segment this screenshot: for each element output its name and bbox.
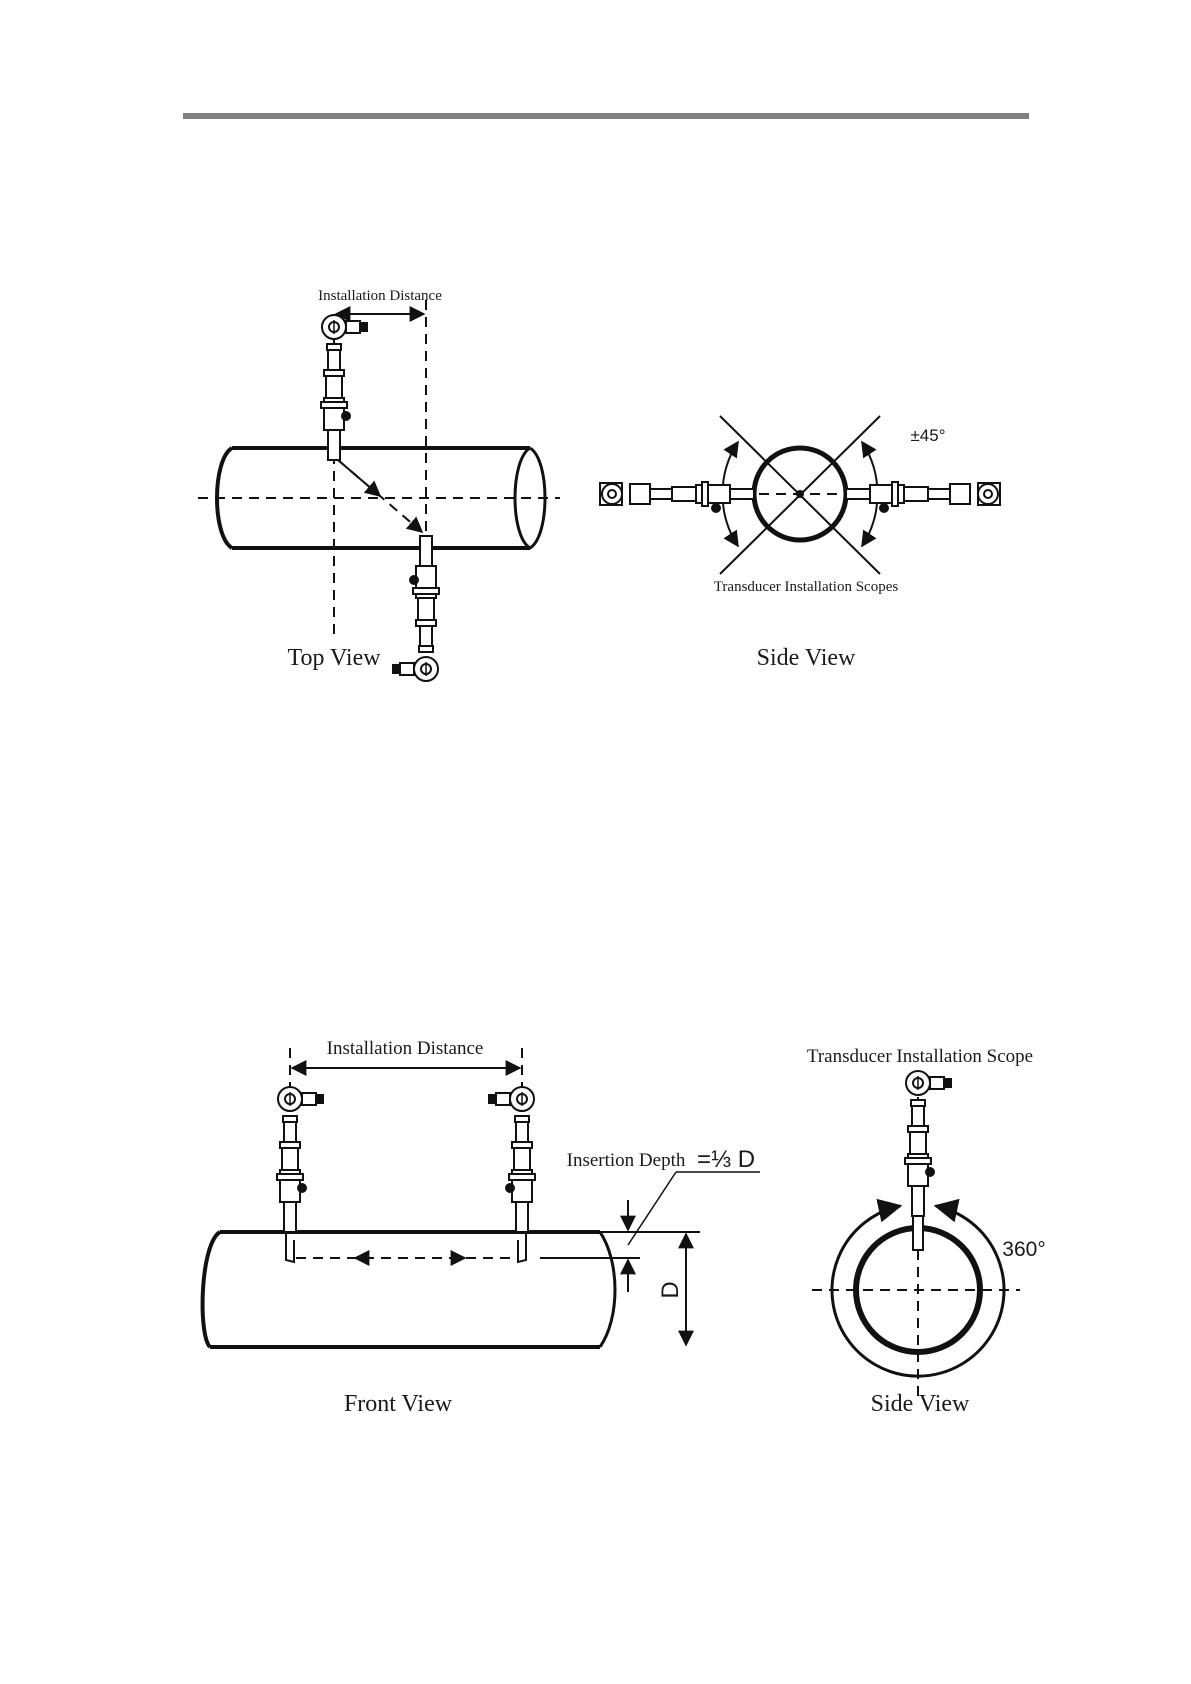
top-view-diagram: Installation Distance Top View bbox=[198, 288, 560, 681]
header-rule bbox=[183, 113, 1029, 119]
angle-label: ±45° bbox=[910, 426, 945, 445]
front-installation-distance-label: Installation Distance bbox=[327, 1038, 484, 1059]
side-transducer-icon bbox=[905, 1071, 952, 1216]
insertion-depth-formula: =⅓ D bbox=[697, 1146, 755, 1173]
side-transducer-probe bbox=[913, 1216, 923, 1250]
front-view-diagram: Installation Distance Insertion Depth =⅓… bbox=[203, 1038, 760, 1417]
depth-leader-line bbox=[628, 1172, 676, 1245]
top-view-label: Top View bbox=[287, 645, 381, 671]
front-pipe-outline bbox=[210, 1232, 600, 1347]
front-transducer-left-icon bbox=[277, 1087, 324, 1232]
front-tip-right bbox=[518, 1232, 526, 1262]
side-scope-label: Transducer Installation Scope bbox=[807, 1046, 1033, 1067]
transducer-right-icon bbox=[846, 482, 1000, 513]
diameter-label: D bbox=[657, 1281, 684, 1298]
center-point bbox=[796, 490, 804, 498]
front-tip-left bbox=[286, 1232, 294, 1262]
sound-path-mid-arrow bbox=[338, 460, 380, 496]
side-view-45-diagram: ±45° Transducer Installation Scopes Side… bbox=[600, 416, 1000, 671]
front-pipe-left-end bbox=[203, 1232, 220, 1347]
transducer-left-icon bbox=[600, 482, 754, 513]
front-transducer-right-icon bbox=[488, 1087, 535, 1232]
front-view-label: Front View bbox=[344, 1391, 453, 1417]
transducer-downstream-icon bbox=[392, 536, 439, 681]
transducer-scope-label: Transducer Installation Scopes bbox=[714, 579, 899, 595]
installation-distance-label: Installation Distance bbox=[318, 288, 442, 304]
transducer-upstream-icon bbox=[321, 315, 368, 460]
rotation-angle-label: 360° bbox=[1002, 1238, 1045, 1261]
front-pipe-right-end bbox=[600, 1232, 615, 1347]
side-view-label-2: Side View bbox=[871, 1391, 970, 1417]
side-view-label: Side View bbox=[757, 645, 856, 671]
insertion-depth-label: Insertion Depth bbox=[567, 1150, 686, 1171]
side-view-360-diagram: 360° Transducer Installation Scope Side … bbox=[807, 1046, 1046, 1417]
